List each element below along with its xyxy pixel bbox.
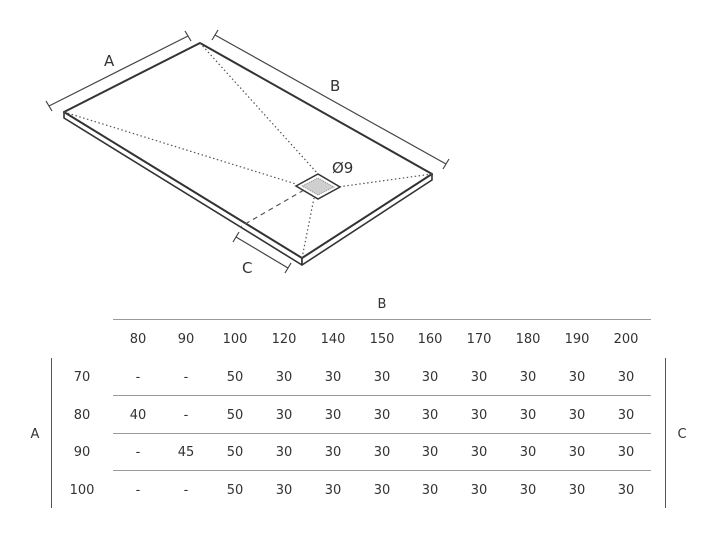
table-cell: 45 [177,445,195,460]
dimension-a-label: A [104,52,115,70]
table-cell: - [183,408,189,423]
column-header: 150 [369,332,395,347]
row-label: 100 [69,483,95,498]
column-header: 140 [320,332,346,347]
row-label: 70 [73,370,91,385]
right-side-label: C [677,427,687,442]
column-header: 90 [177,332,195,347]
table-cell: - [183,370,189,385]
table-cell: 40 [129,408,147,423]
row-group-label: A [30,427,40,442]
table-cell: 30 [470,408,488,423]
column-header: 160 [417,332,443,347]
column-header: 100 [222,332,248,347]
table-cell: 30 [568,483,586,498]
table-cell: 30 [275,483,293,498]
table-cell: 30 [324,445,342,460]
column-header: 170 [466,332,492,347]
table-cell: 30 [470,445,488,460]
column-header: 180 [515,332,541,347]
table-cell: 30 [421,483,439,498]
table-cell: 30 [373,445,391,460]
table-cell: 30 [275,445,293,460]
table-cell: 30 [470,483,488,498]
table-cell: - [135,370,141,385]
table-cell: 30 [470,370,488,385]
dimension-table: B A C 80 90 100 120 140 150 160 170 180 190 200 70 -… [0,288,720,540]
table-cell: 30 [617,408,635,423]
table-cell: 30 [617,445,635,460]
table-cell: - [183,483,189,498]
row-separator [113,395,651,396]
dimension-c [232,231,292,274]
table-cell: 30 [519,370,537,385]
table-cell: - [135,483,141,498]
table-cell: 50 [226,370,244,385]
table-cell: 30 [617,370,635,385]
table-cell: 30 [421,445,439,460]
table-cell: 50 [226,408,244,423]
table-cell: - [135,445,141,460]
table-cell: 30 [324,370,342,385]
dimension-c-label: C [242,259,252,277]
slope-lines [63,42,433,259]
column-header: 190 [564,332,590,347]
drain-grate-inner [301,177,335,196]
table-cell: 30 [324,408,342,423]
column-group-rule [113,319,651,320]
drain-offset-line [239,189,305,228]
table-cell: 50 [226,445,244,460]
row-separator [113,433,651,434]
table-cell: 30 [617,483,635,498]
column-header: 120 [271,332,297,347]
dimension-b-label: B [330,77,340,95]
table-cell: 30 [568,445,586,460]
dimension-b [211,29,450,170]
table-cell: 30 [519,483,537,498]
table-cell: 30 [421,370,439,385]
table-cell: 30 [373,408,391,423]
table-cell: 30 [421,408,439,423]
row-separator [113,470,651,471]
table-cell: 30 [568,370,586,385]
right-side-rule [665,358,666,508]
row-group-rule [51,358,52,508]
column-header: 80 [129,332,147,347]
table-cell: 30 [373,370,391,385]
table-cell: 30 [275,408,293,423]
table-cell: 50 [226,483,244,498]
table-cell: 30 [568,408,586,423]
column-group-label: B [377,297,387,312]
dimension-a [45,30,192,112]
table-cell: 30 [519,445,537,460]
table-cell: 30 [275,370,293,385]
table-cell: 30 [324,483,342,498]
shower-tray-diagram: A B C Ø9 [45,29,450,277]
row-label: 90 [73,445,91,460]
table-cell: 30 [519,408,537,423]
table-cell: 30 [373,483,391,498]
column-header: 200 [613,332,639,347]
row-label: 80 [73,408,91,423]
drain-diameter-label: Ø9 [332,159,353,177]
